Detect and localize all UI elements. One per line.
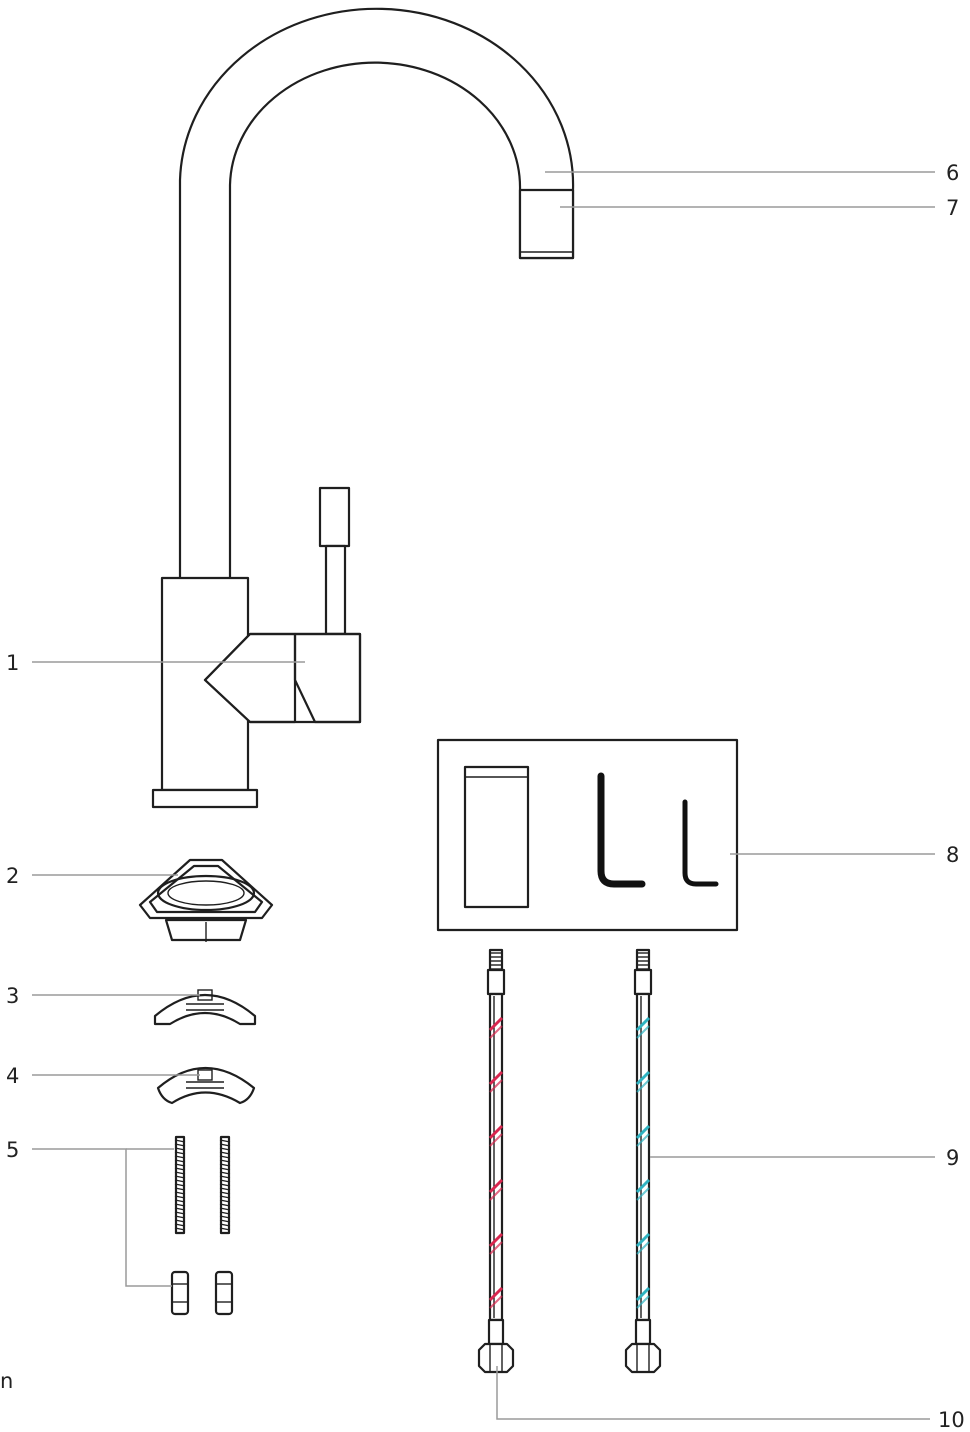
aerator	[518, 188, 575, 260]
spare-block	[463, 765, 530, 909]
lever-handle-stem	[324, 544, 347, 636]
allen-key-large	[597, 772, 646, 888]
faucet-base	[151, 788, 259, 809]
faucet-assembly	[151, 7, 575, 809]
callout-6: 6	[946, 161, 959, 185]
leader-lines	[32, 171, 935, 1420]
flexible-hoses	[477, 948, 662, 1374]
callout-4: 4	[6, 1064, 19, 1088]
hot-water-hose	[477, 948, 515, 1374]
callout-5: 5	[6, 1138, 19, 1162]
cold-water-hose	[624, 948, 662, 1374]
horseshoe-washer	[153, 989, 257, 1026]
callout-9: 9	[946, 1146, 959, 1170]
hex-nut-left	[170, 1270, 190, 1316]
callout-3: 3	[6, 984, 19, 1008]
allen-key-small	[682, 799, 719, 887]
metal-washer	[156, 1067, 256, 1105]
threaded-studs-and-nuts	[170, 1135, 234, 1316]
callout-10: 10	[938, 1408, 965, 1432]
hex-nut-right	[214, 1270, 234, 1316]
threaded-stud-right	[219, 1135, 231, 1235]
spout-gooseneck	[178, 7, 575, 580]
tool-kit-box	[436, 738, 739, 932]
gasket-plate	[138, 858, 274, 942]
callout-numbers: 1 2 3 4 5 6 7 8 9 10 n	[0, 161, 965, 1432]
corner-text: n	[0, 1369, 13, 1393]
callout-7: 7	[946, 196, 959, 220]
lever-handle-top	[318, 486, 351, 548]
callout-1: 1	[6, 651, 19, 675]
threaded-stud-left	[174, 1135, 186, 1235]
callout-8: 8	[946, 843, 959, 867]
callout-2: 2	[6, 864, 19, 888]
